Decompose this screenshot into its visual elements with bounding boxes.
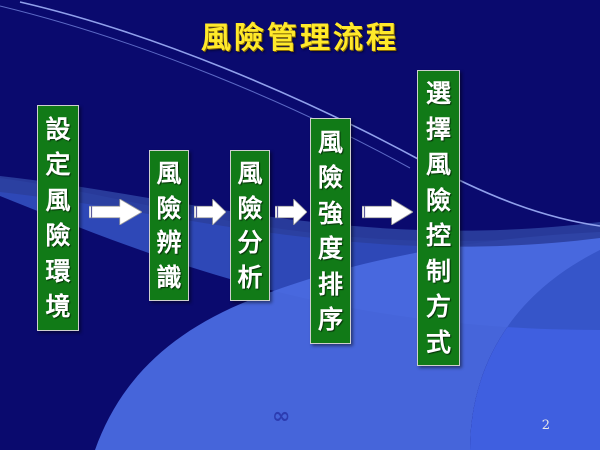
flow-step-box-5[interactable]: 選擇風險控制方式 — [417, 70, 460, 366]
flow-step-2-char: 辨 — [156, 228, 182, 258]
flow-arrow-1 — [88, 198, 143, 226]
flow-step-1-char: 境 — [45, 292, 71, 322]
flow-step-box-4[interactable]: 風險強度排序 — [310, 118, 351, 344]
flow-arrow-4 — [361, 198, 414, 226]
accent-arc-line — [19, 1, 600, 227]
flow-step-5-char: 方 — [425, 292, 451, 322]
flow-step-4-char: 排 — [317, 269, 343, 299]
flow-step-5-char: 控 — [425, 221, 451, 251]
flow-step-5-char: 選 — [425, 79, 451, 109]
flow-step-5-char: 風 — [425, 150, 451, 180]
flow-step-3-char: 分 — [237, 228, 263, 258]
page-title: 風險管理流程 — [201, 21, 399, 56]
arrow-right-icon — [193, 198, 227, 226]
swoosh-edge-dark — [0, 176, 600, 247]
flow-step-box-3[interactable]: 風險分析 — [230, 150, 270, 301]
flow-step-4-char: 序 — [317, 305, 343, 335]
flow-step-box-1[interactable]: 設定風險環境 — [37, 105, 79, 331]
flow-step-4-char: 度 — [317, 234, 343, 264]
flow-step-2-char: 險 — [156, 193, 182, 223]
flow-step-5-char: 式 — [425, 327, 451, 357]
flow-step-1-char: 險 — [45, 221, 71, 251]
flow-step-4-char: 強 — [317, 198, 343, 228]
flow-arrow-2 — [193, 198, 227, 226]
flow-step-1-char: 環 — [45, 256, 71, 286]
flow-step-5-char: 擇 — [425, 114, 451, 144]
flow-step-4-char: 險 — [317, 163, 343, 193]
flow-arrow-3 — [274, 198, 308, 226]
page-number: 2 — [541, 418, 550, 433]
arrow-right-icon — [274, 198, 308, 226]
flow-step-3-char: 析 — [237, 263, 263, 293]
flow-step-1-char: 風 — [45, 185, 71, 215]
accent-arc-line-secondary — [0, 5, 411, 169]
flow-step-1-char: 設 — [45, 114, 71, 144]
flow-step-3-char: 險 — [237, 193, 263, 223]
arrow-right-icon — [88, 198, 143, 226]
flow-step-5-char: 險 — [425, 185, 451, 215]
flow-step-4-char: 風 — [317, 127, 343, 157]
flow-step-2-char: 識 — [156, 263, 182, 293]
flow-step-5-char: 制 — [425, 256, 451, 286]
flow-step-box-2[interactable]: 風險辨識 — [149, 150, 189, 301]
flow-step-2-char: 風 — [156, 158, 182, 188]
flow-step-3-char: 風 — [237, 158, 263, 188]
flow-step-1-char: 定 — [45, 150, 71, 180]
arrow-right-icon — [361, 198, 414, 226]
